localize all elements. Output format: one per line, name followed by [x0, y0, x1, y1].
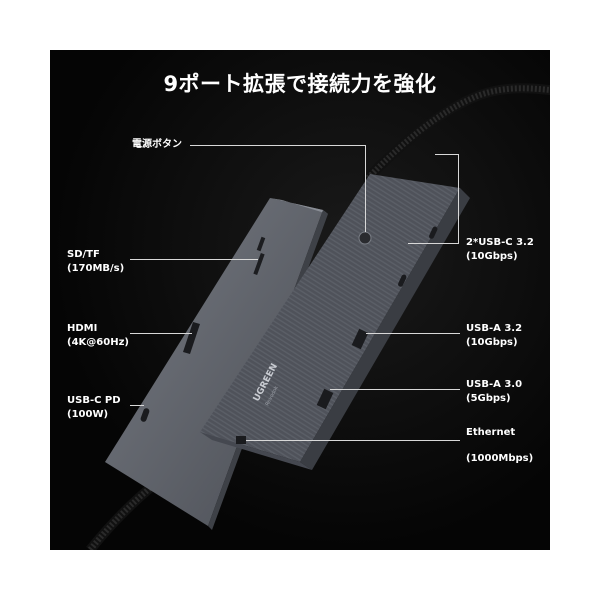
usb-c-pd-power: (100W) [67, 409, 109, 420]
line-usb-c-pd [130, 405, 144, 406]
page-title: 9ポート拡張で接続力を強化 [163, 72, 437, 96]
line-usb-c-32-bottom [408, 243, 459, 244]
label-usb-c-32: 2*USB-C 3.2 (10Gbps) [466, 236, 534, 264]
line-power-drop [365, 145, 366, 232]
cable-top [363, 83, 550, 183]
usb-a-32-speed: (10Gbps) [466, 337, 518, 348]
usb-c-32-name: 2*USB-C 3.2 [466, 237, 534, 248]
sd-tf-speed: (170MB/s) [67, 263, 125, 274]
hub-illustration: UGREEN Revodok [86, 83, 550, 550]
line-usb-a-32 [366, 333, 460, 334]
label-usb-a-30: USB-A 3.0 (5Gbps) [466, 378, 522, 406]
label-usb-c-pd: USB-C PD (100W) [67, 394, 121, 422]
product-panel: UGREEN Revodok 9ポート拡張で接続力を強化 電源ボタン SD/TF… [50, 50, 550, 550]
usb-a-30-name: USB-A 3.0 [466, 379, 523, 390]
hdmi-name: HDMI [67, 323, 98, 334]
usb-a-32-name: USB-A 3.2 [466, 323, 523, 334]
line-usb-c-32-top [435, 154, 459, 155]
line-ethernet [246, 440, 460, 441]
power-button-shape [358, 231, 372, 245]
hdmi-spec: (4K@60Hz) [67, 337, 129, 348]
label-power-button: 電源ボタン [132, 139, 182, 150]
label-ethernet: Ethernet [466, 427, 516, 438]
line-power [190, 145, 365, 146]
usb-c-32-speed: (10Gbps) [466, 251, 518, 262]
hub-right-body: UGREEN Revodok [200, 174, 470, 470]
line-hdmi [130, 333, 192, 334]
usb-c-pd-name: USB-C PD [67, 395, 121, 406]
label-hdmi: HDMI (4K@60Hz) [67, 322, 129, 350]
line-usb-c-32-v [458, 154, 459, 244]
sd-tf-name: SD/TF [67, 249, 100, 260]
label-ethernet-speed: (1000Mbps) [466, 453, 534, 464]
line-sd-tf [130, 259, 258, 260]
label-sd-tf: SD/TF (170MB/s) [67, 248, 124, 276]
line-usb-a-30 [330, 389, 460, 390]
usb-a-30-speed: (5Gbps) [466, 393, 511, 404]
label-usb-a-32: USB-A 3.2 (10Gbps) [466, 322, 522, 350]
